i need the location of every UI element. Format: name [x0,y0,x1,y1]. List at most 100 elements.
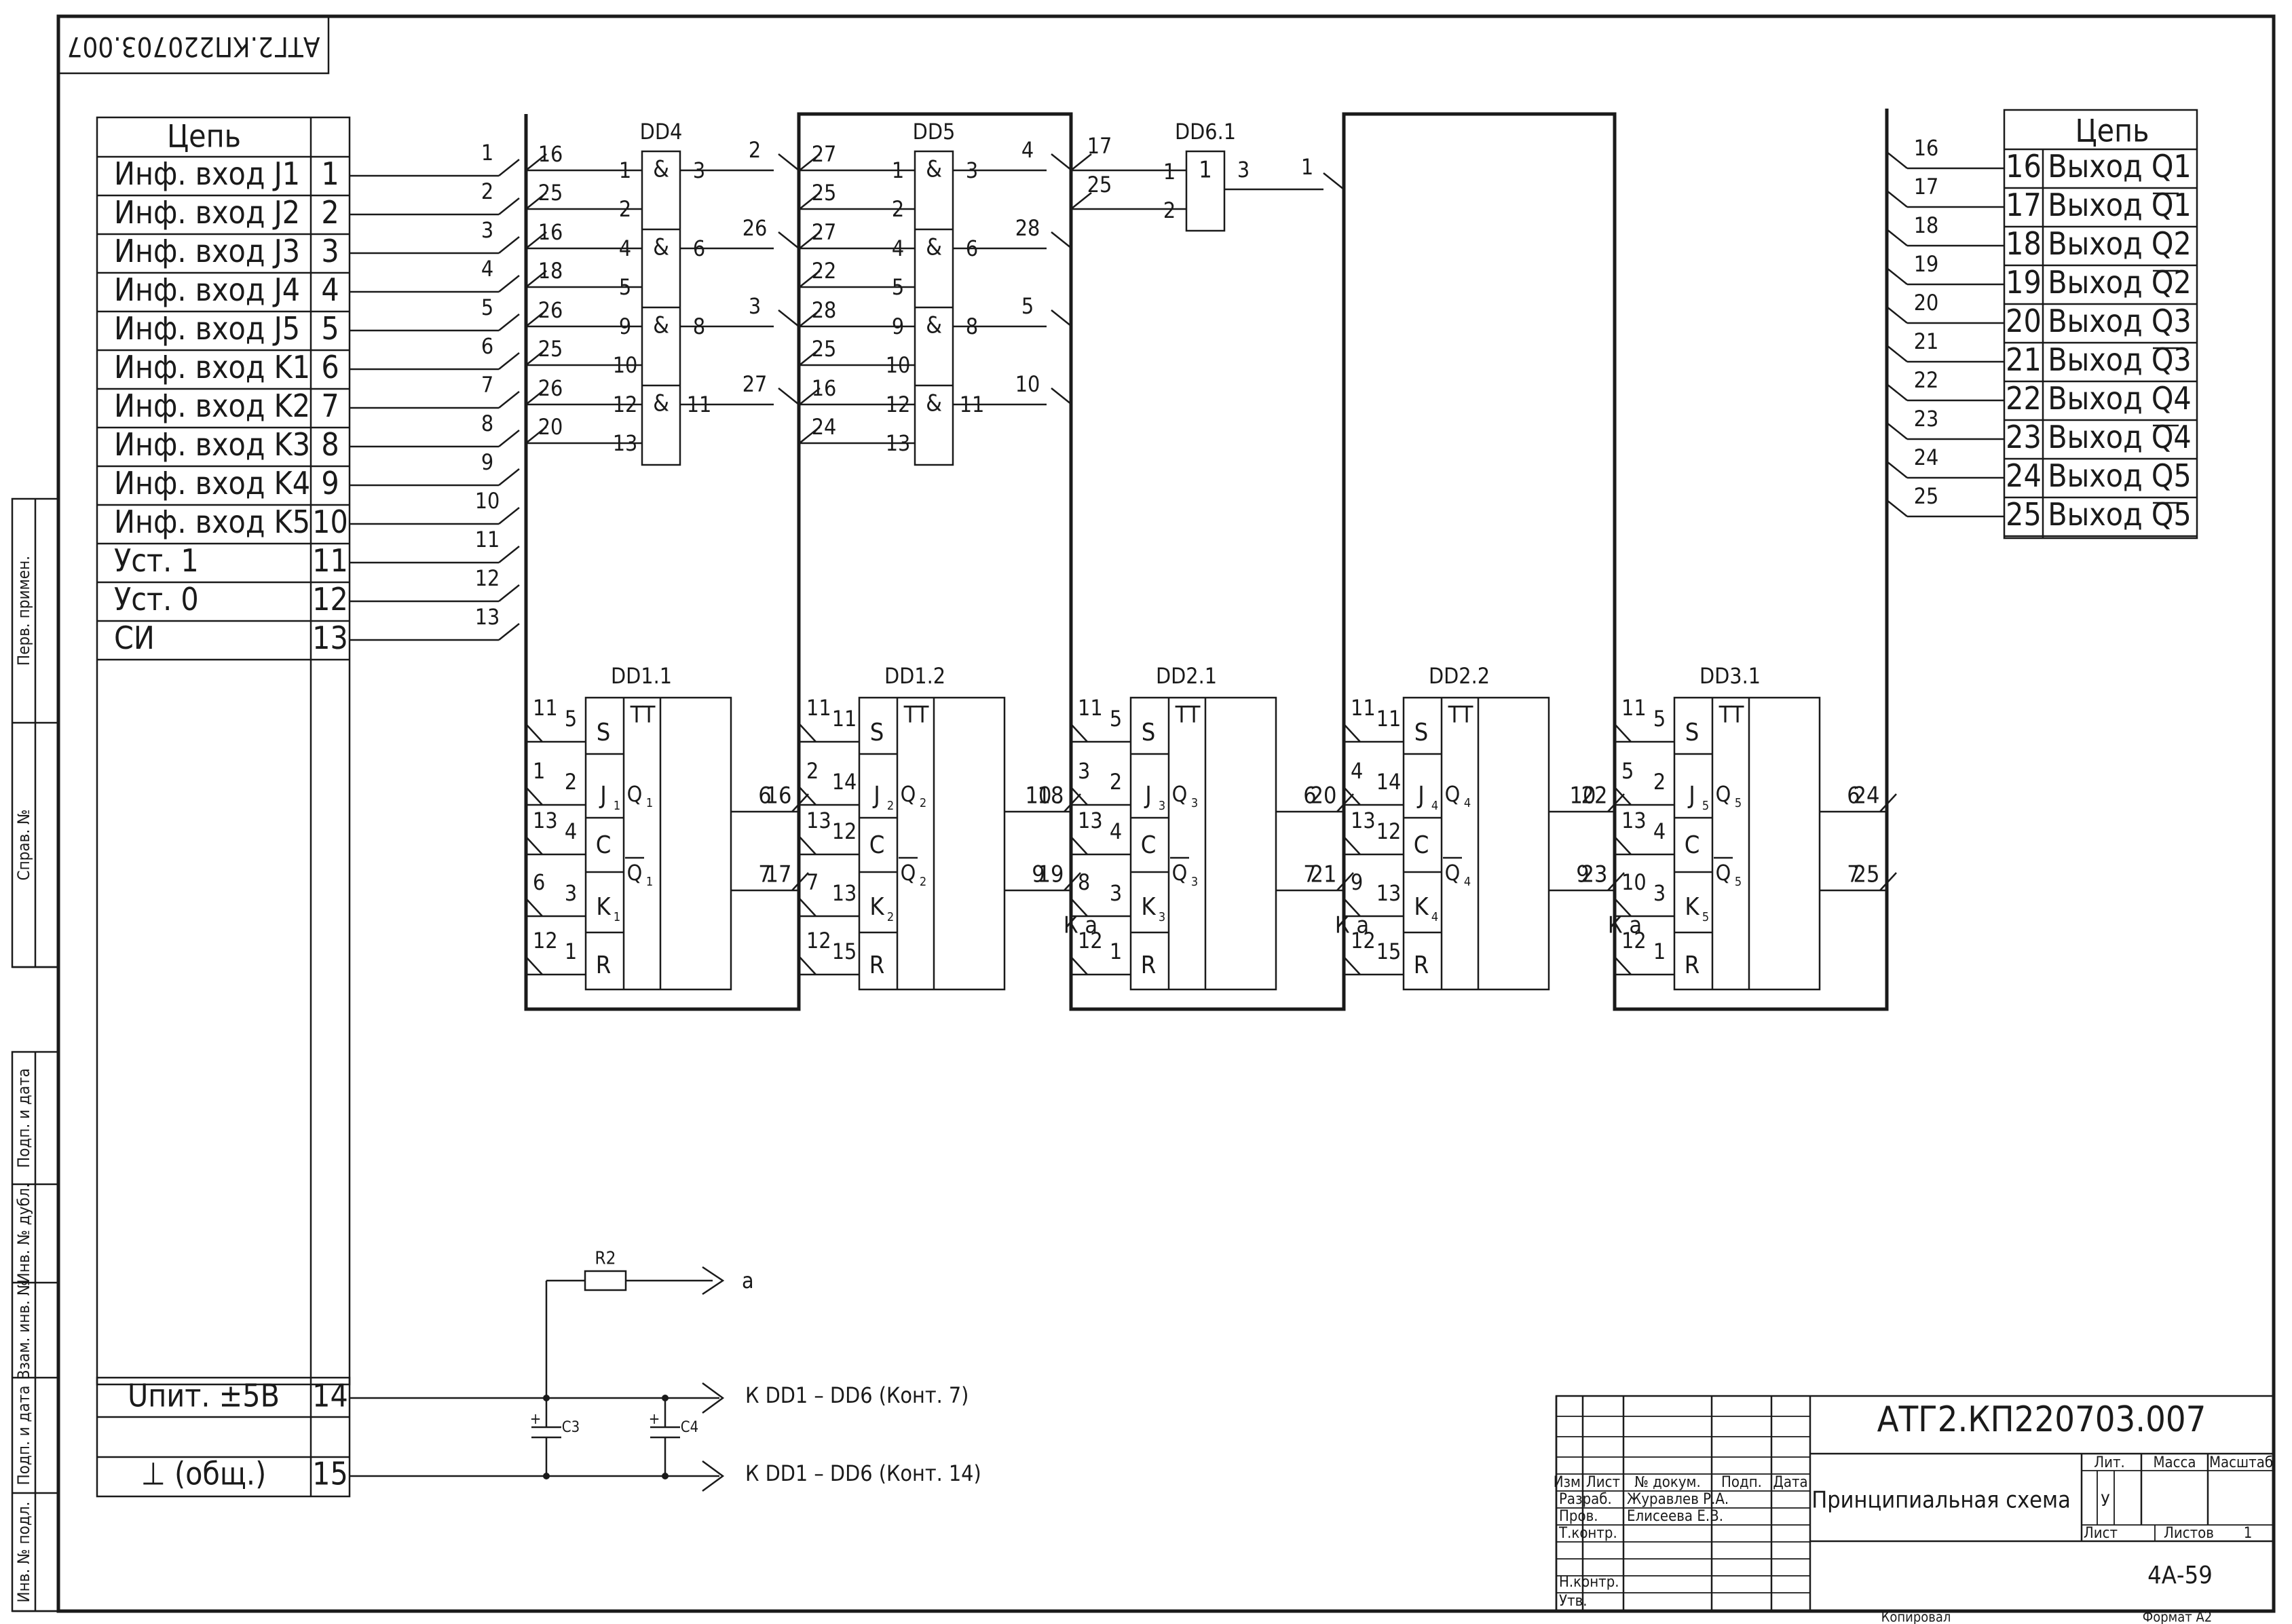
bus-entry [778,231,800,249]
flip-flop-pin-label: S [870,719,884,747]
bus-entry [1886,190,1908,208]
flip-flop-pin-label: K [869,893,884,921]
flip-flop-input-pin: 4 [565,818,577,844]
bus-entry [799,231,821,249]
title-block-sheet: Лист [2084,1525,2118,1542]
flip-flop-pin-sub: 1 [614,910,620,924]
left-table-frame [96,116,351,1386]
flip-flop-pin-label: S [597,719,611,747]
right-table-row-name: Выход Q4 [2048,380,2192,417]
left-table-row-num: 8 [321,426,339,463]
gate-input-pin: 2 [619,196,631,222]
flip-flop-input-wire-label: 11 [806,695,831,721]
input-bus-label: 1 [481,140,493,166]
bus-entry [1070,723,1088,742]
bus-entry [791,793,809,812]
flip-flop-input-pin: 1 [1110,939,1122,964]
output-bus-label: 18 [1914,212,1939,238]
gate-input-wire-label: 28 [812,297,837,323]
title-block-col-head: Подп. [1721,1474,1762,1491]
left-table-row-name: Инф. вход J3 [114,233,300,269]
flip-flop-input-wire-label: 11 [533,695,558,721]
flip-flop-input-pin: 5 [565,706,577,732]
flip-flop-pin-label: C [1414,831,1429,859]
bus-entry [791,872,809,891]
gate-input-wire-label: 16 [538,219,563,245]
bus-entry [1614,723,1632,742]
title-block-code: АТГ2.КП220703.007 [1877,1399,2206,1440]
gate-input-wire-label: 16 [812,375,837,401]
left-table-row-num: 1 [321,155,339,192]
right-table-row-name: Выход Q2 [2048,225,2192,262]
flip-flop-output-label: Q [1716,860,1731,886]
flip-flop-input-wire-label: 10 [1621,869,1647,895]
flip-flop-input-wire-label: 12 [806,928,831,953]
right-table-row-name: Выход Q1 [2048,187,2192,223]
gate-input-pin: 4 [892,235,904,261]
input-bus-label: 4 [481,256,493,282]
bus-entry [799,956,816,975]
title-block-role: Разраб. [1559,1491,1612,1508]
left-table-power-name: Uпит. ±5В [128,1378,280,1414]
input-bus-label: 2 [481,178,493,204]
output-bus-label: 20 [1914,290,1939,316]
gate-input-pin: 10 [886,352,911,378]
bus-entry [1070,898,1088,917]
flip-flop-input-wire-label: 12 [1351,928,1376,953]
gate-input-wire-label: 16 [538,141,563,167]
bus-entry [525,348,547,366]
flip-flop-output-wire-label: 22 [1581,782,1608,810]
side-strip-label: Справ. № [14,809,33,880]
bus-entry [525,270,547,288]
left-table-row-name: Инф. вход K3 [114,426,310,463]
title-block-mass: Масса [2153,1454,2196,1471]
flip-flop-pin-sub: 1 [614,799,620,813]
output-bus-label: 22 [1914,367,1939,393]
flip-flop-output-sub: 2 [920,875,926,889]
flip-flop-output-wire-label: 18 [1038,782,1064,810]
flip-flop-input-pin: 12 [1376,818,1402,844]
bus-entry [1070,787,1088,806]
left-table-row-num: 9 [321,465,339,502]
bus-entry [1886,345,1908,362]
flip-flop-output-sub: 2 [920,796,926,810]
flip-flop-output-pin: 10 [1570,782,1596,810]
flip-flop-output-label: Q [1172,781,1188,807]
right-table-row-num: 25 [2006,496,2042,533]
flip-flop-name: DD1.2 [884,663,945,689]
flip-flop-output-pin: 7 [758,861,771,888]
gate-input-wire-label: 24 [812,414,837,440]
bus-entry [498,584,520,602]
title-block-role: Утв. [1559,1593,1588,1610]
bus-entry [525,723,543,742]
flip-flop-input-pin: 12 [832,818,857,844]
gate-symbol: & [926,312,942,339]
bus-entry [498,546,520,563]
title-block-format: Формат А2 [2143,1609,2212,1624]
flip-flop-pin-label: S [1142,719,1156,747]
flip-flop-pin-label: S [1685,719,1699,747]
bus-entry [1614,956,1632,975]
flip-flop-input-pin: 15 [832,939,857,964]
flip-flop-output-wire-label: 16 [766,782,792,810]
flip-flop-output-label: Q [1716,781,1731,807]
flip-flop-input-pin: 1 [1653,939,1666,964]
gate-input-pin: 13 [613,430,638,456]
gate-symbol: & [653,156,669,183]
right-table-row-num: 17 [2006,187,2042,223]
flip-flop-name: DD2.1 [1156,663,1217,689]
input-bus-label: 5 [481,295,493,320]
flip-flop-output-pin: 6 [1847,782,1860,810]
gate-output-wire-label: 1 [1301,154,1313,180]
right-table-row-num: 23 [2006,419,2042,455]
gate-symbol: & [926,390,942,417]
flip-flop-output-sub: 4 [1464,796,1471,810]
capacitor-label: С3 [562,1419,580,1436]
bus-entry [1886,461,1908,478]
left-table-power-num: 15 [312,1456,348,1492]
bus-entry [525,956,543,975]
